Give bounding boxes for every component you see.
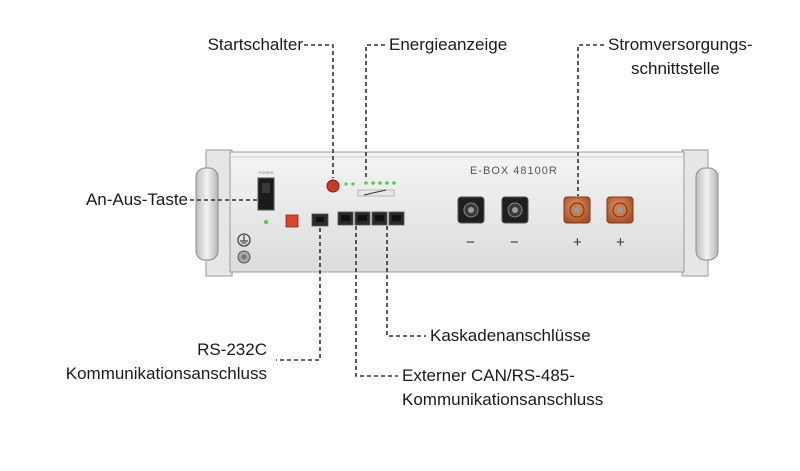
rs232-label-line1: RS-232C [197,340,267,359]
positive-terminal-2[interactable] [606,196,634,224]
leader-lines [190,44,604,377]
can-rs485-label-line1: Externer CAN/RS-485- [402,366,575,385]
power-interface-label-line1: Stromversorgungs- [608,35,753,54]
start-switch-label: Startschalter [207,35,303,54]
switch-status-led [263,219,269,225]
on-off-button-label: An-Aus-Taste [85,190,188,209]
can-rs485-label-line2: Kommunikationsanschluss [402,390,604,409]
address-dip-switch [357,189,395,197]
energy-display-leds [364,181,396,185]
svg-text:POWER: POWER [258,170,273,175]
positive-terminal-1[interactable] [563,196,591,224]
negative-sign-1: − [466,234,475,251]
negative-terminal-2[interactable] [501,196,529,224]
negative-terminal-1[interactable] [457,196,485,224]
model-label: E-BOX 48100R [470,165,558,177]
cascade-ports-label: Kaskadenanschlüsse [430,326,591,345]
left-handle [195,167,219,261]
positive-sign-2: + [616,234,625,251]
ground-icon [237,233,251,247]
right-handle [695,167,719,261]
positive-sign-1: + [573,234,582,251]
dry-contact-terminal [285,214,299,228]
power-interface-label-line2: schnittstelle [631,59,720,78]
rj45-ports[interactable] [337,211,405,226]
rs232-label-line2: Kommunikationsanschluss [65,364,267,383]
on-off-switch[interactable] [257,177,275,211]
start-button[interactable] [326,179,340,193]
status-leds [344,182,355,186]
energy-display-label: Energieanzeige [389,35,508,54]
negative-sign-2: − [510,234,519,251]
